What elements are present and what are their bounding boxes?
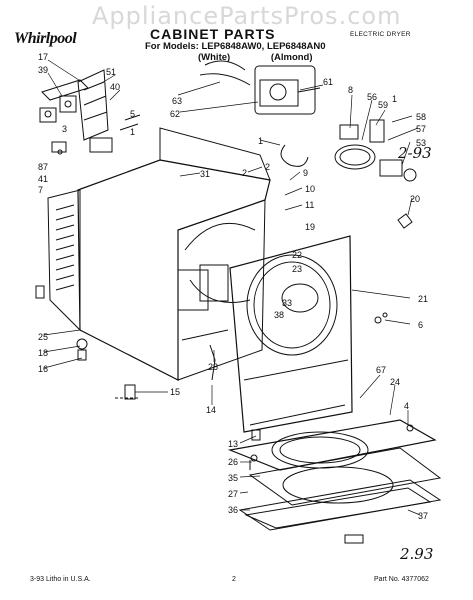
- callout-22: 22: [292, 250, 302, 260]
- callout-labels: 17 39 51 40 5 3 1 87 41 7 63 62 61 8 56 …: [38, 52, 428, 521]
- footer-page-number: 2: [232, 576, 236, 583]
- bracket-assembly-top-left: [39, 69, 141, 155]
- brand-logo: Whirlpool: [14, 30, 77, 47]
- models-line: For Models: LEP6848AW0, LEP6848AN0: [145, 41, 326, 52]
- footer-part-number: Part No. 4377062: [374, 576, 429, 583]
- callout-37: 37: [418, 511, 428, 521]
- callout-57: 57: [416, 124, 426, 134]
- callout-3: 3: [62, 124, 67, 134]
- callout-61: 61: [323, 77, 333, 87]
- callout-16: 16: [38, 364, 48, 374]
- page-title: CABINET PARTS: [150, 26, 276, 42]
- callout-26: 26: [228, 457, 238, 467]
- callout-33: 33: [282, 298, 292, 308]
- callout-7: 7: [38, 185, 43, 195]
- callout-2: 2: [265, 162, 270, 172]
- callout-67: 67: [376, 365, 386, 375]
- callout-1: 1: [130, 127, 135, 137]
- callout-24: 24: [390, 377, 400, 387]
- front-panel: [229, 235, 353, 433]
- callout-53: 53: [416, 138, 426, 148]
- callout-10: 10: [305, 184, 315, 194]
- callout-2b: 2: [242, 168, 247, 178]
- callout-15: 15: [170, 387, 180, 397]
- handwritten-note: 2-93: [398, 144, 432, 162]
- callout-41: 41: [38, 174, 48, 184]
- callout-35: 35: [228, 473, 238, 483]
- callout-20: 20: [410, 194, 420, 204]
- variant-almond: (Almond): [270, 52, 313, 63]
- footer-litho: 3-93 Litho in U.S.A.: [30, 576, 91, 583]
- header: Whirlpool CABINET PARTS For Models: LEP6…: [0, 0, 473, 63]
- callout-1b: 1: [258, 136, 263, 146]
- callout-25: 25: [38, 332, 48, 342]
- callout-23: 23: [292, 264, 302, 274]
- callout-87: 87: [38, 162, 48, 172]
- callout-62: 62: [170, 109, 180, 119]
- watermark-text: AppliancePartsPros.com: [92, 2, 402, 30]
- motor-assembly: [199, 60, 417, 229]
- product-type: ELECTRIC DRYER: [350, 31, 411, 38]
- callout-14: 14: [206, 405, 216, 415]
- callout-58: 58: [416, 112, 426, 122]
- callout-59: 59: [378, 100, 388, 110]
- callout-31: 31: [200, 169, 210, 179]
- callout-6: 6: [418, 320, 423, 330]
- callout-5: 5: [130, 109, 135, 119]
- variant-white: (White): [198, 52, 231, 63]
- callout-63: 63: [172, 96, 182, 106]
- callout-56: 56: [367, 92, 377, 102]
- callout-11: 11: [305, 200, 314, 210]
- callout-17: 17: [38, 52, 48, 62]
- callout-40: 40: [110, 82, 120, 92]
- callout-19: 19: [305, 222, 315, 232]
- callout-38: 38: [274, 310, 284, 320]
- callout-27: 27: [228, 489, 238, 499]
- callout-4: 4: [404, 401, 409, 411]
- callout-9: 9: [303, 168, 308, 178]
- callout-39: 39: [38, 65, 48, 75]
- callout-8: 8: [348, 85, 353, 95]
- callout-1c: 1: [392, 94, 397, 104]
- callout-51: 51: [106, 67, 116, 77]
- handwritten-note-bottom: 2.93: [400, 545, 434, 563]
- callout-21: 21: [418, 294, 428, 304]
- callout-18: 18: [38, 348, 48, 358]
- leader-lines: [43, 59, 421, 516]
- callout-13: 13: [228, 439, 238, 449]
- variants-line: (White) (Almond): [198, 52, 313, 63]
- callout-28: 28: [208, 362, 218, 372]
- base-assembly: [227, 419, 442, 544]
- callout-36: 36: [228, 505, 238, 515]
